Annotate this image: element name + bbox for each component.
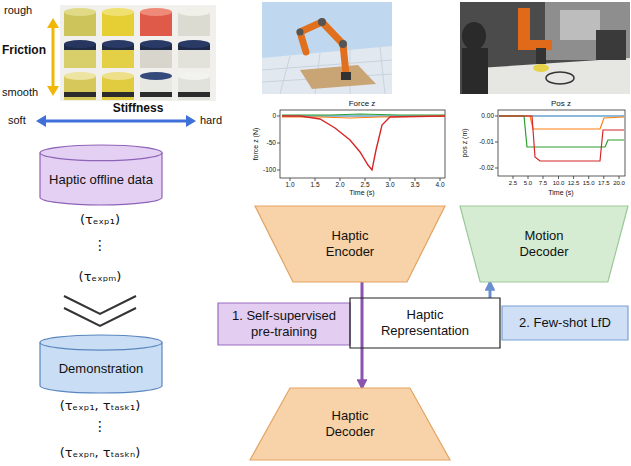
axis-title: Friction bbox=[2, 44, 46, 58]
simulation-image bbox=[262, 2, 392, 94]
axis-label: Time (s) bbox=[349, 189, 374, 197]
tick-label: 2.5 bbox=[509, 180, 517, 187]
double-chevron bbox=[64, 296, 136, 326]
tick-label: 12.5 bbox=[568, 180, 580, 187]
tick-label: 7.5 bbox=[539, 180, 547, 187]
data-cylinder: Demonstration bbox=[40, 335, 162, 393]
tick-label: -100 bbox=[263, 166, 276, 173]
node-label: Haptic Encoder bbox=[315, 228, 385, 259]
node-label: Haptic Representation bbox=[370, 307, 480, 338]
node-text-block: 1. Self-supervised pre-training bbox=[222, 308, 346, 339]
node-text-block: Motion Decoder bbox=[509, 228, 579, 259]
node-text-block: Demonstration bbox=[59, 361, 144, 377]
object-grid bbox=[60, 5, 216, 101]
node-text-block: 2. Few-shot LfD bbox=[519, 315, 611, 331]
step-box: 2. Few-shot LfD bbox=[502, 306, 628, 340]
tick-label: 2.0 bbox=[335, 181, 344, 188]
tick-label: 2.5 bbox=[360, 181, 369, 188]
node-label: 1. Self-supervised pre-training bbox=[222, 308, 346, 339]
stiffness-arrow bbox=[36, 115, 196, 127]
tick-label: 0.00 bbox=[481, 112, 494, 119]
chart-title: Force z bbox=[349, 99, 376, 108]
step-box: 1. Self-supervised pre-training bbox=[218, 303, 350, 345]
robot-photo bbox=[460, 2, 630, 94]
node-text-block: Haptic offline data bbox=[49, 172, 153, 188]
tick-label: -0.01 bbox=[479, 138, 494, 145]
tick-label: 3.0 bbox=[385, 181, 394, 188]
decoder-trapezoid: Motion Decoder bbox=[460, 206, 628, 282]
tick-label: 20.0 bbox=[613, 180, 625, 187]
axis-end-label: soft bbox=[8, 114, 26, 127]
node-label: Haptic offline data bbox=[49, 172, 153, 188]
trajectory-label: (τₑₓₚₘ) bbox=[79, 270, 122, 285]
node-label: 2. Few-shot LfD bbox=[519, 315, 611, 331]
node-label: Demonstration bbox=[59, 361, 144, 377]
tick-label: 4.0 bbox=[435, 181, 444, 188]
flow-arrow bbox=[489, 282, 492, 298]
node-label: Motion Decoder bbox=[509, 228, 579, 259]
tick-label: -50 bbox=[267, 139, 276, 146]
node-text-block: Haptic Encoder bbox=[315, 228, 385, 259]
tick-label: 3.5 bbox=[410, 181, 419, 188]
chart-title: Pos z bbox=[551, 99, 571, 108]
node-text-block: Haptic Decoder bbox=[310, 408, 390, 439]
encoder-trapezoid: Haptic Encoder bbox=[255, 206, 445, 282]
axis-end-label: rough bbox=[4, 4, 32, 17]
tick-label: 1.0 bbox=[285, 181, 294, 188]
trajectory-label: (τₑₓₚ₁) bbox=[80, 213, 120, 228]
force-chart bbox=[277, 110, 445, 181]
axis-end-label: hard bbox=[200, 114, 222, 127]
tick-label: 1.5 bbox=[310, 181, 319, 188]
data-cylinder: Haptic offline data bbox=[40, 145, 162, 205]
decoder-trapezoid: Haptic Decoder bbox=[250, 388, 450, 460]
node-text-block: Haptic Representation bbox=[370, 307, 480, 338]
tick-label: 15.0 bbox=[583, 180, 595, 187]
representation-box: Haptic Representation bbox=[350, 298, 500, 348]
axis-label: pos z (m) bbox=[461, 128, 469, 157]
tick-label: 5.0 bbox=[524, 180, 532, 187]
axis-label: force z (N) bbox=[252, 128, 260, 161]
tick-label: 17.5 bbox=[598, 180, 610, 187]
tick-label: 0 bbox=[272, 112, 276, 119]
friction-arrow bbox=[47, 18, 59, 96]
axis-title: Stiffness bbox=[113, 102, 164, 116]
ellipsis: ⋮ bbox=[93, 418, 107, 434]
trajectory-label: (τₑₓₚ₁, τₜₐₛₖ₁) bbox=[60, 399, 141, 414]
trajectory-label: (τₑₓₚₙ, τₜₐₛₖₙ) bbox=[60, 446, 141, 461]
axis-label: Time (s) bbox=[548, 189, 573, 197]
axis-end-label: smooth bbox=[2, 86, 38, 99]
position-chart bbox=[495, 110, 625, 179]
node-label: Haptic Decoder bbox=[310, 408, 390, 439]
tick-label: 10.0 bbox=[553, 180, 565, 187]
ellipsis: ⋮ bbox=[93, 237, 107, 253]
tick-label: -0.02 bbox=[479, 164, 494, 171]
